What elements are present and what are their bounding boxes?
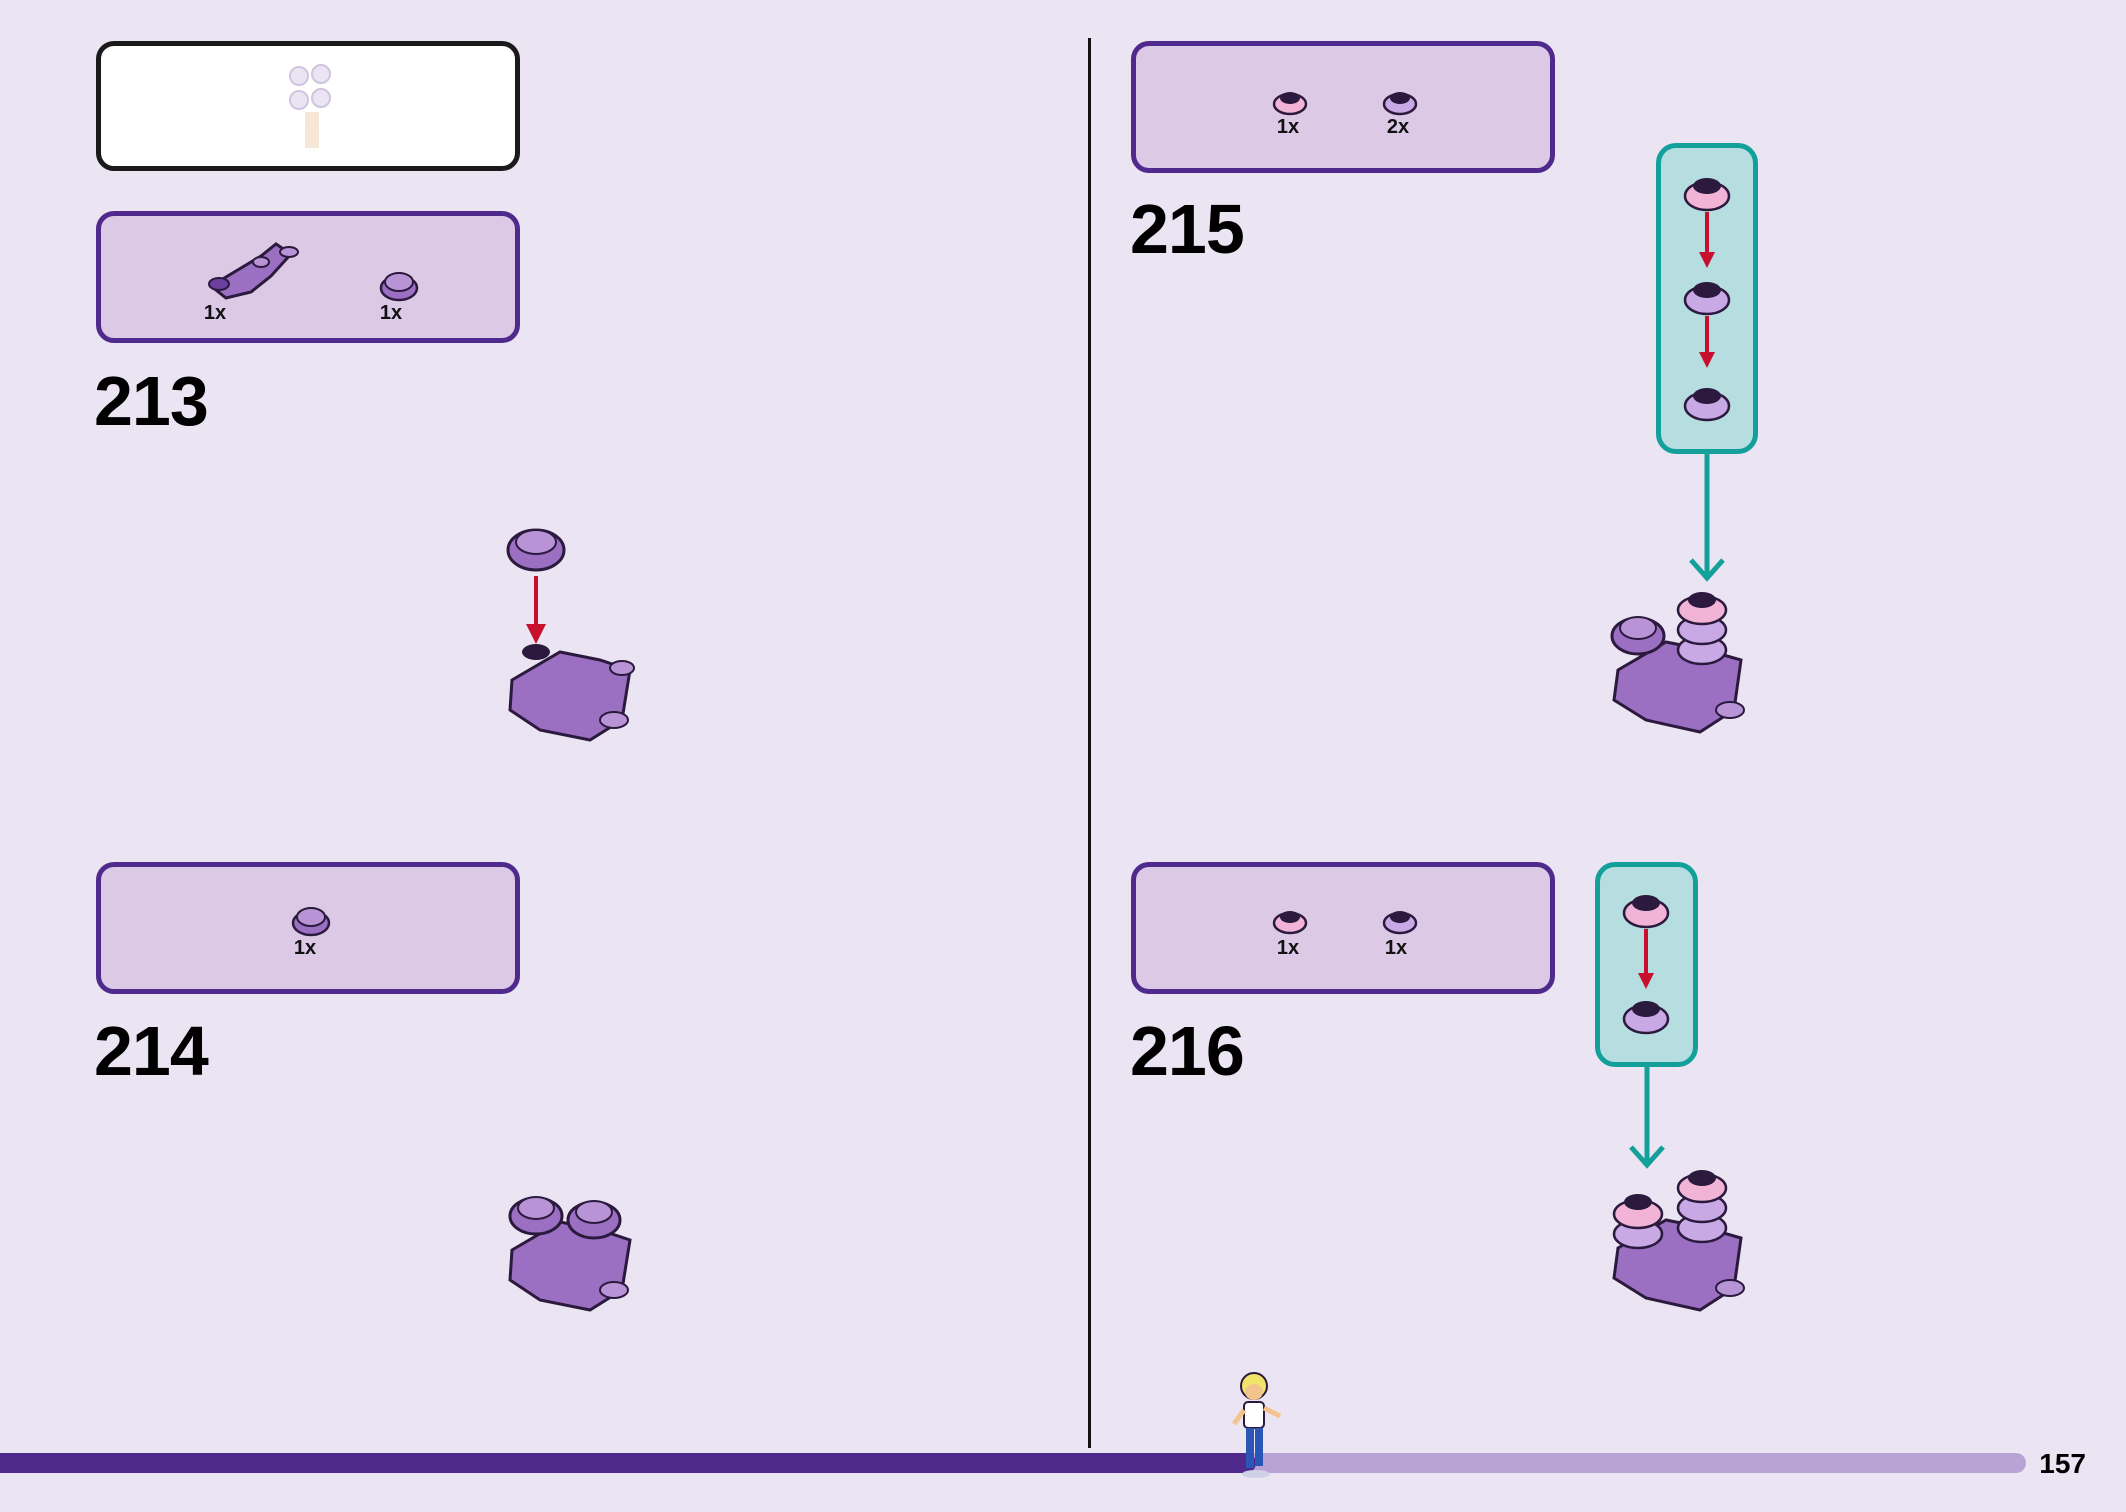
part-qty: 2x	[1386, 116, 1410, 138]
part-qty: 1x	[1276, 116, 1300, 138]
purple-flower-piece-icon	[291, 907, 331, 937]
part-qty: 1x	[1276, 937, 1300, 959]
part-qty: 1x	[293, 937, 317, 959]
page-number: 157	[2039, 1448, 2086, 1479]
pink-flower-piece-icon	[1272, 911, 1308, 935]
part-qty: 1x	[1384, 937, 1408, 959]
parts-callout-215: 1x 2x	[1131, 41, 1555, 173]
step-215-illustration	[1610, 592, 1745, 734]
parts-callout-214: 1x	[96, 862, 520, 994]
subassembly-box-215	[1656, 143, 1758, 454]
subassembly-arrow-216	[1629, 1067, 1665, 1169]
subassembly-stack-215	[1683, 178, 1731, 422]
step-number-214: 214	[94, 1012, 209, 1090]
parts-callout-216: 1x 1x	[1131, 862, 1555, 994]
purple-flower-piece-icon	[379, 272, 419, 302]
subassembly-box-216	[1595, 862, 1698, 1067]
step-number-216: 216	[1130, 1012, 1245, 1090]
preview-box	[96, 41, 520, 171]
lavender-flower-piece-icon	[1382, 911, 1418, 935]
step-214-illustration	[508, 1196, 632, 1312]
pink-flower-piece-icon	[1272, 92, 1308, 116]
step-216-illustration	[1612, 1170, 1745, 1312]
part-qty: 1x	[203, 302, 227, 324]
parts-callout-213: 1x 1x	[96, 211, 520, 343]
step-213-illustration	[506, 528, 635, 742]
subassembly-arrow-215	[1689, 454, 1725, 582]
subassembly-stack-216	[1622, 895, 1670, 1035]
step-number-213: 213	[94, 362, 209, 440]
minifigure-progress-icon	[1232, 1372, 1282, 1478]
step-number-215: 215	[1130, 190, 1245, 268]
page-divider	[1088, 38, 1091, 1448]
purple-branch-piece-icon	[208, 242, 299, 300]
preview-model-icon	[289, 64, 331, 148]
lavender-flower-piece-icon	[1382, 92, 1418, 116]
progress-fill	[0, 1453, 1257, 1473]
part-qty: 1x	[379, 302, 403, 324]
